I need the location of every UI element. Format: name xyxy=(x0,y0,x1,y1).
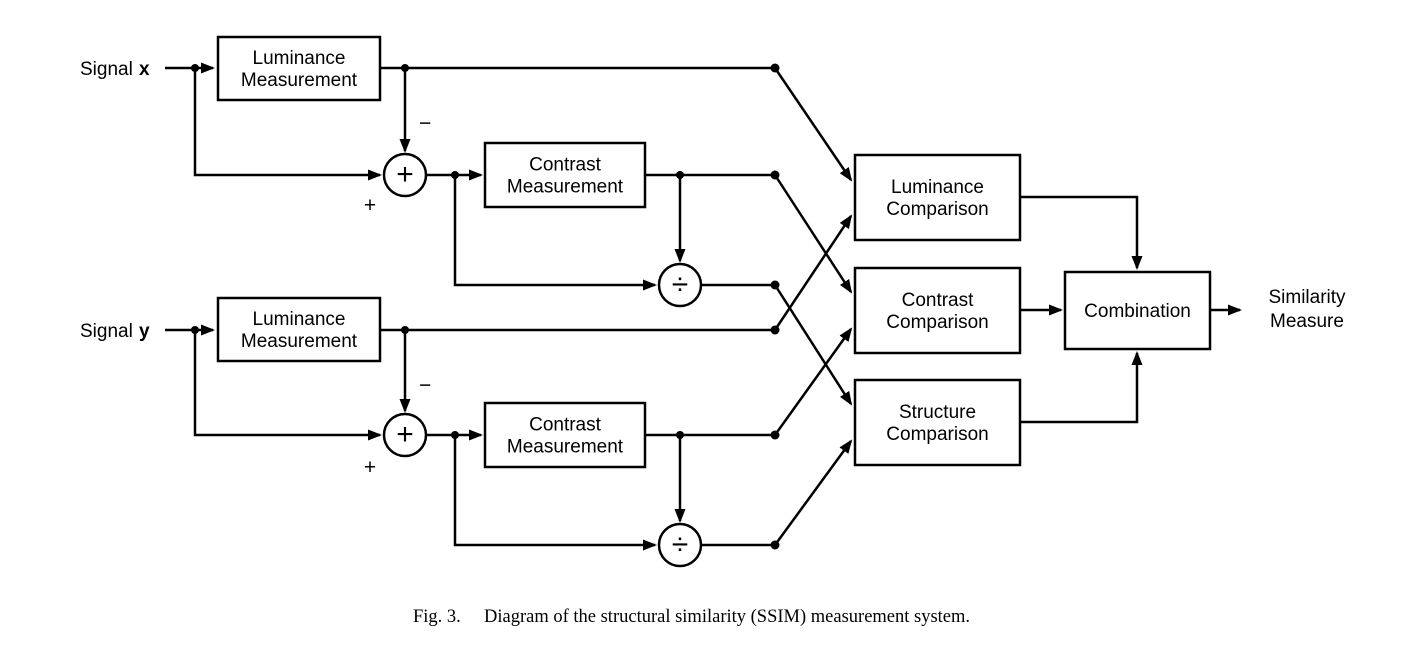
signal-x-label: Signal x xyxy=(80,59,150,80)
sum-node-x: + xyxy=(382,152,428,198)
plus-sign-y: + xyxy=(364,456,376,479)
wires-combination xyxy=(1020,195,1242,424)
junction-dot xyxy=(401,64,409,72)
plus-sign-x: + xyxy=(364,194,376,217)
box-label-line1: Contrast xyxy=(529,155,602,176)
box-label-line1: Luminance xyxy=(253,309,346,330)
junction-dot xyxy=(770,540,780,550)
contrast-measurement-x-box: Contrast Measurement xyxy=(483,141,647,209)
signal-x-branch-to-sum-arrow xyxy=(193,68,382,181)
junction-dots xyxy=(191,63,780,550)
minus-sign-x: − xyxy=(419,112,431,135)
box-label-line1: Luminance xyxy=(891,177,984,198)
box-outline xyxy=(853,153,1022,242)
junction-dot xyxy=(676,171,684,179)
mu-x-to-luminance-comparison-arrow xyxy=(773,67,853,182)
signal-y-label: Signal y xyxy=(80,321,150,342)
structure-comparison-to-combination-arrow xyxy=(1020,351,1143,424)
signal-y-var: y xyxy=(139,321,150,342)
box-label-line1: Contrast xyxy=(902,290,975,311)
mu-y-to-luminance-comparison-arrow xyxy=(773,214,853,331)
divide-circle xyxy=(657,522,703,568)
divide-node-x: ÷ xyxy=(657,262,703,308)
box-label-line2: Comparison xyxy=(886,312,988,333)
box-label-line1: Luminance xyxy=(253,48,346,69)
luminance-comparison-to-combination-arrow xyxy=(1020,195,1143,270)
junction-dot xyxy=(676,431,684,439)
junction-dot xyxy=(770,430,780,440)
sum-circle xyxy=(382,152,428,198)
box-label-line2: Comparison xyxy=(886,424,988,445)
box-outline xyxy=(483,401,647,469)
junction-dot xyxy=(191,326,199,334)
structure-comparison-box: Structure Comparison xyxy=(853,378,1022,467)
sum-x-to-divide-arrow xyxy=(453,175,657,291)
caption-label: Fig. 3. xyxy=(413,607,461,627)
box-outline xyxy=(216,296,382,363)
signal-y-branch-to-sum-arrow xyxy=(193,330,382,441)
sum-circle xyxy=(382,412,428,458)
box-outline xyxy=(853,378,1022,467)
sum-node-y: + xyxy=(382,412,428,458)
output-label-line2: Measure xyxy=(1270,311,1344,332)
junction-dot xyxy=(401,326,409,334)
junction-dot xyxy=(451,171,459,179)
divide-circle xyxy=(657,262,703,308)
sum-y-to-divide-arrow xyxy=(453,435,657,551)
caption-text: Diagram of the structural similarity (SS… xyxy=(484,607,970,627)
divide-node-y: ÷ xyxy=(657,522,703,568)
sigma-x-to-contrast-comparison-arrow xyxy=(773,174,853,294)
contrast-measurement-y-box: Contrast Measurement xyxy=(483,401,647,469)
figure-caption: Fig. 3. Diagram of the structural simila… xyxy=(413,607,970,627)
signal-x-word: Signal xyxy=(80,59,133,80)
box-outline xyxy=(483,141,647,209)
box-outline xyxy=(216,35,382,102)
junction-dot xyxy=(770,63,780,73)
box-label-line1: Structure xyxy=(899,402,976,423)
similarity-measure-label: Similarity Measure xyxy=(1268,287,1346,332)
box-outline xyxy=(853,266,1022,355)
box-label-line2: Measurement xyxy=(241,70,358,91)
box-label-line2: Measurement xyxy=(241,331,358,352)
norm-y-to-structure-comparison-arrow xyxy=(773,439,853,546)
box-label-line2: Measurement xyxy=(507,177,624,198)
wires-signal-x xyxy=(165,62,853,406)
sigma-y-to-contrast-comparison-arrow xyxy=(773,327,853,436)
box-label-line1: Combination xyxy=(1084,301,1191,322)
box-outline xyxy=(1063,270,1212,351)
luminance-measurement-y-box: Luminance Measurement xyxy=(216,296,382,363)
box-label-line2: Comparison xyxy=(886,199,988,220)
contrast-comparison-box: Contrast Comparison xyxy=(853,266,1022,355)
luminance-measurement-x-box: Luminance Measurement xyxy=(216,35,382,102)
norm-x-to-structure-comparison-arrow xyxy=(773,284,853,406)
junction-dot xyxy=(770,170,780,180)
signal-x-var: x xyxy=(139,59,150,80)
divide-operator: ÷ xyxy=(672,268,688,301)
output-label-line1: Similarity xyxy=(1268,287,1346,308)
box-label-line2: Measurement xyxy=(507,437,624,458)
junction-dot xyxy=(770,325,780,335)
signal-y-word: Signal xyxy=(80,321,133,342)
junction-dot xyxy=(191,64,199,72)
minus-sign-y: − xyxy=(419,374,431,397)
box-label-line1: Contrast xyxy=(529,415,602,436)
junction-dot xyxy=(451,431,459,439)
combination-box: Combination xyxy=(1063,270,1212,351)
sum-operator: + xyxy=(396,418,414,451)
luminance-comparison-box: Luminance Comparison xyxy=(853,153,1022,242)
sum-operator: + xyxy=(396,158,414,191)
junction-dot xyxy=(770,280,780,290)
wires-signal-y xyxy=(165,214,853,551)
divide-operator: ÷ xyxy=(672,528,688,561)
